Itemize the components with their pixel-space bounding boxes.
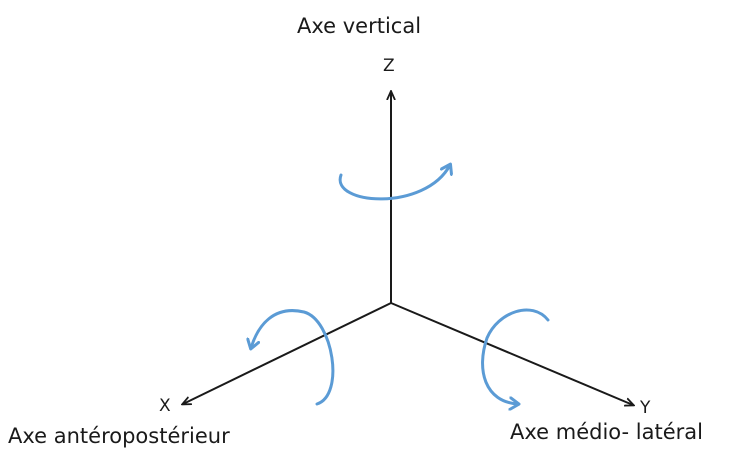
y-axis-line [390,302,633,405]
z-rotation-arrow [338,165,450,201]
y-rotation-arrow [481,308,550,404]
y-axis-letter: Y [640,398,651,418]
x-axis-line [183,302,392,404]
mediolateral-axis-title: Axe médio- latéral [510,420,703,444]
z-axis-letter: Z [383,56,395,76]
vertical-axis-title: Axe vertical [297,14,422,38]
x-rotation-arrow [251,309,335,406]
x-axis-letter: X [159,396,171,416]
anteroposterior-axis-title: Axe antéropostérieur [8,424,230,448]
